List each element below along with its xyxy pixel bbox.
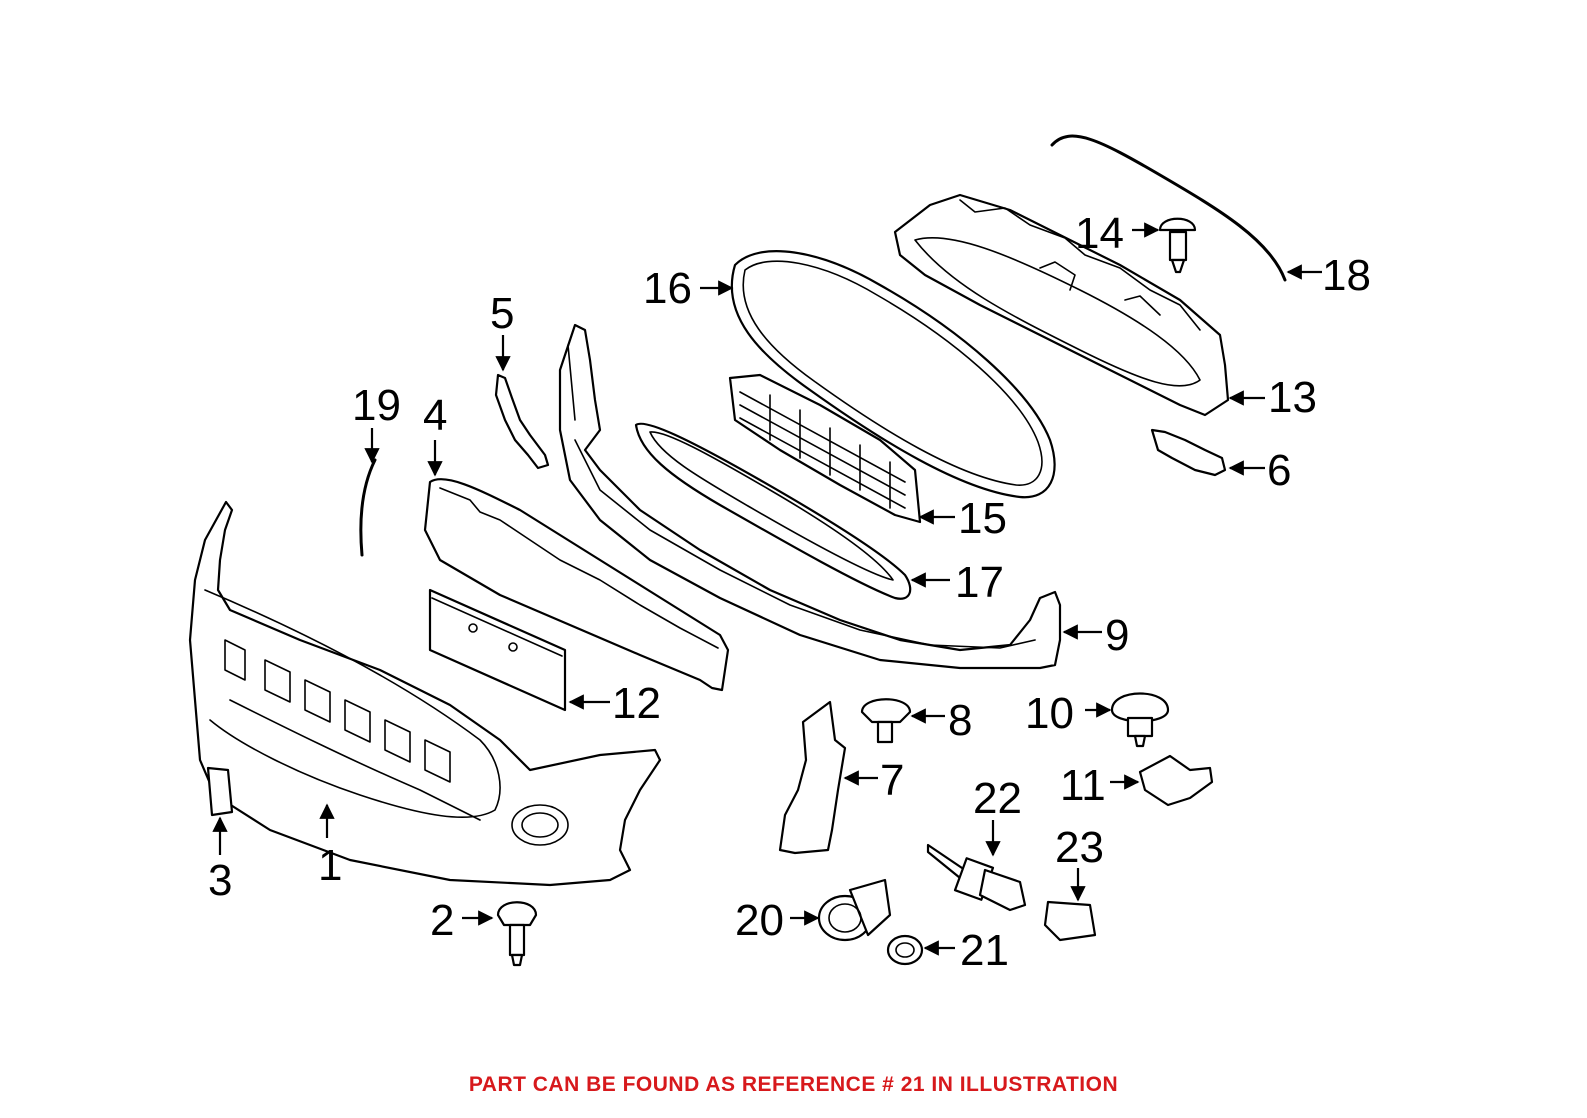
leader-arrows (212, 222, 1322, 956)
callout-5: 5 (490, 289, 514, 338)
callout-11: 11 (1060, 761, 1106, 810)
part-6-side-bracket (1150, 428, 1227, 477)
callout-9: 9 (1105, 611, 1129, 660)
callout-22: 22 (973, 774, 1022, 823)
callout-6: 6 (1267, 446, 1291, 495)
part-20-pdc-sensor (817, 878, 892, 942)
callout-16: 16 (643, 264, 692, 313)
part-14-push-clip (1158, 217, 1197, 274)
reference-note: PART CAN BE FOUND AS REFERENCE # 21 IN I… (468, 1073, 1119, 1096)
callout-14: 14 (1075, 209, 1124, 258)
callout-labels: 1 2 3 4 5 6 7 8 9 10 11 12 13 14 15 16 1… (208, 209, 1371, 975)
part-7-bracket-panel (778, 700, 847, 855)
callout-4: 4 (423, 391, 447, 440)
part-13-grille-carrier (893, 193, 1230, 417)
part-19-molding-strip (359, 458, 377, 557)
callout-3: 3 (208, 856, 232, 905)
part-21-sensor-ring (886, 934, 924, 966)
part-8-clip (860, 698, 912, 744)
callout-23: 23 (1055, 823, 1104, 872)
part-10-plug-clip (1110, 692, 1170, 748)
callout-18: 18 (1322, 251, 1371, 300)
callout-19: 19 (352, 381, 401, 430)
callout-20: 20 (735, 896, 784, 945)
callout-1: 1 (318, 841, 342, 890)
part-4-trim-cover (423, 478, 730, 692)
part-3-tow-cover (206, 766, 234, 817)
callout-15: 15 (958, 494, 1007, 543)
callout-8: 8 (948, 696, 972, 745)
callout-21: 21 (960, 926, 1009, 975)
callout-17: 17 (955, 558, 1004, 607)
callout-10: 10 (1025, 689, 1074, 738)
part-11-nut-clip (1138, 754, 1214, 807)
part-5-bracket (494, 373, 550, 470)
part-2-bolt (496, 901, 538, 967)
part-12-plate-bracket (428, 588, 567, 712)
part-18-moulding-strip (1050, 134, 1287, 282)
part-9-spoiler-lip (558, 323, 1062, 670)
part-22-sensor (926, 843, 1027, 912)
callout-7: 7 (880, 756, 904, 805)
part-23-connector (1043, 900, 1097, 942)
callout-2: 2 (430, 896, 454, 945)
part-15-mesh-grille (728, 373, 922, 524)
part-16-grille-surround (730, 250, 1056, 499)
part-17-lower-trim (634, 422, 912, 600)
callout-13: 13 (1268, 373, 1317, 422)
part-1-bumper-cover (188, 500, 662, 887)
callout-12: 12 (612, 679, 661, 728)
